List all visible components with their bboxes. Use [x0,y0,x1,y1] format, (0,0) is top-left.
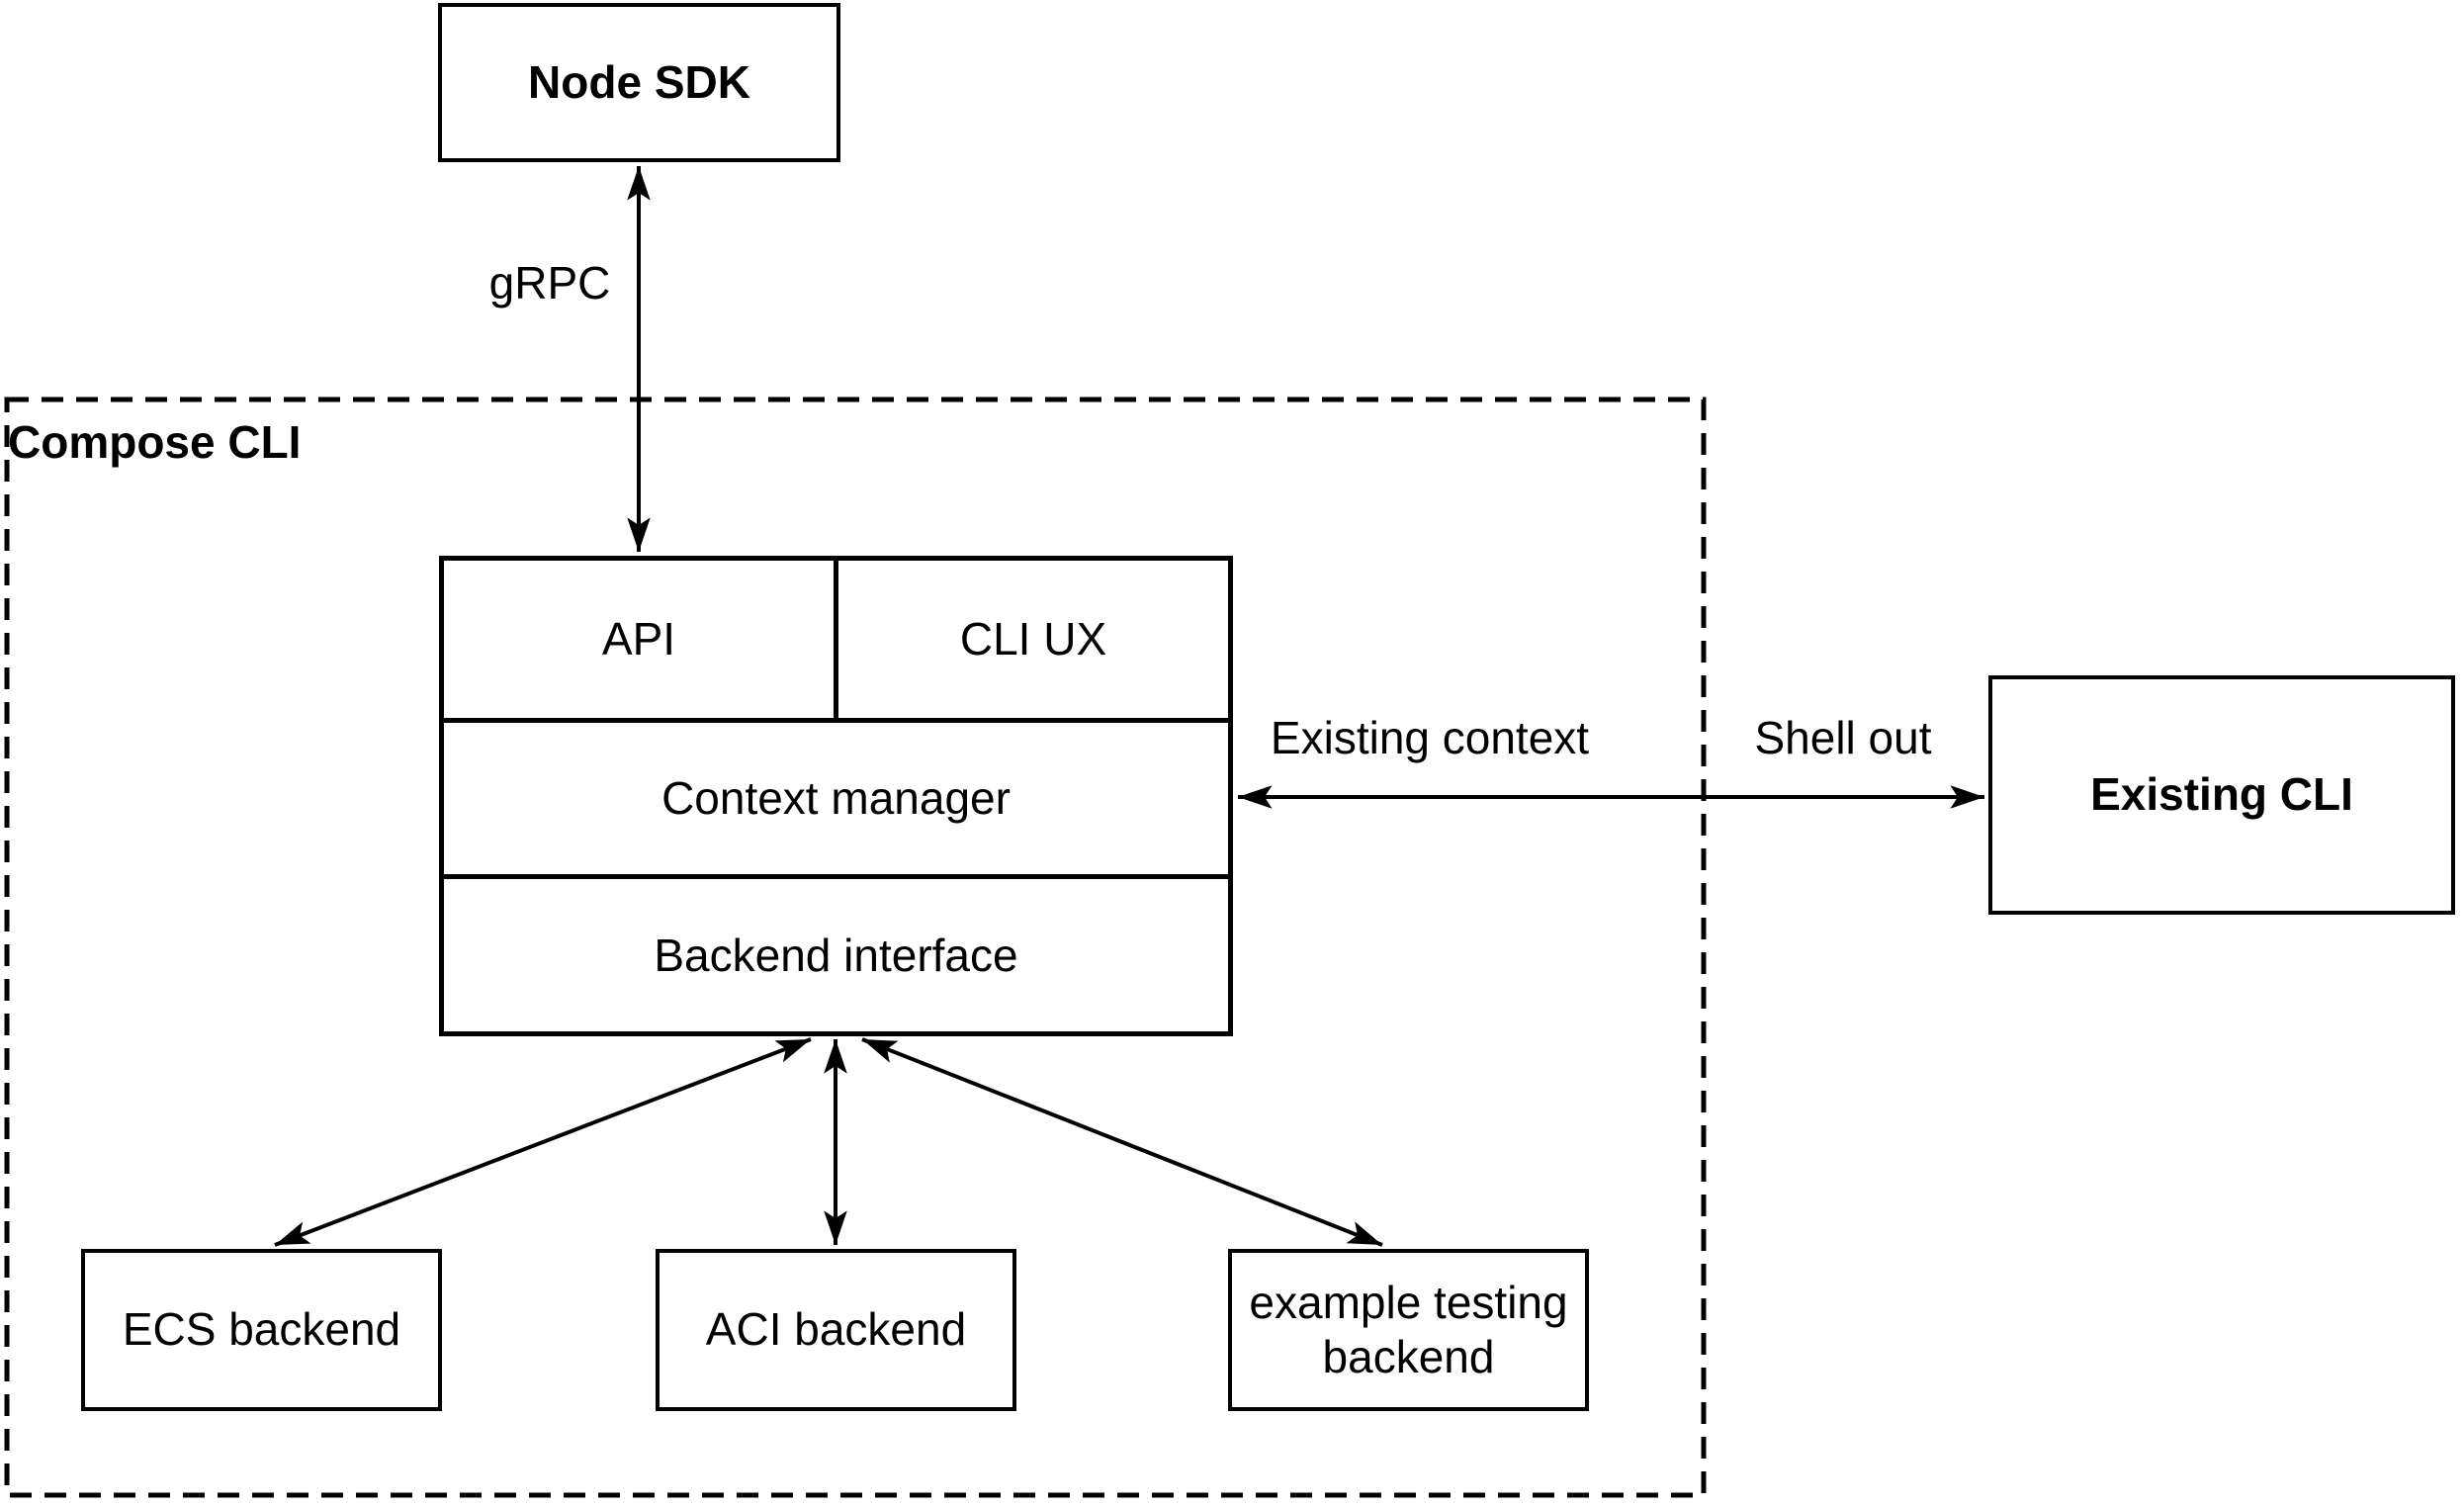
existing-context-edge-label: Existing context [1270,712,1590,763]
node-sdk-box: Node SDK [438,3,840,162]
api-label: API [601,613,676,665]
backend-to-ecs-arrow [274,1037,812,1247]
existing-cli-label: Existing CLI [2090,768,2353,821]
api-cell: API [444,561,834,718]
compose-cli-core-stack: API CLI UX Context manager Backend inter… [439,556,1233,1036]
ecs-backend-box: ECS backend [81,1249,442,1411]
context-manager-row: Context manager [444,717,1228,875]
compose-cli-container-label: Compose CLI [8,416,302,468]
example-testing-backend-box: example testing backend [1228,1249,1589,1411]
backend-interface-cell: Backend interface [444,879,1228,1031]
aci-backend-box: ACI backend [656,1249,1016,1411]
backend-interface-label: Backend interface [654,930,1018,982]
backend-interface-row: Backend interface [444,874,1228,1031]
backend-to-example-arrow [861,1037,1383,1247]
context-manager-cell: Context manager [444,723,1228,875]
aci-backend-label: ACI backend [705,1303,967,1356]
grpc-edge-label: gRPC [488,257,611,309]
context-manager-label: Context manager [661,772,1011,825]
cli-ux-label: CLI UX [959,613,1107,665]
ecs-backend-label: ECS backend [122,1303,401,1356]
node-sdk-label: Node SDK [528,55,750,108]
existing-cli-box: Existing CLI [1988,675,2455,915]
stack-top-row: API CLI UX [444,561,1228,718]
compose-cli-container-border [4,397,1707,1498]
example-testing-backend-label: example testing backend [1249,1276,1568,1382]
shell-out-edge-label: Shell out [1754,712,1932,763]
cli-ux-cell: CLI UX [834,561,1228,718]
